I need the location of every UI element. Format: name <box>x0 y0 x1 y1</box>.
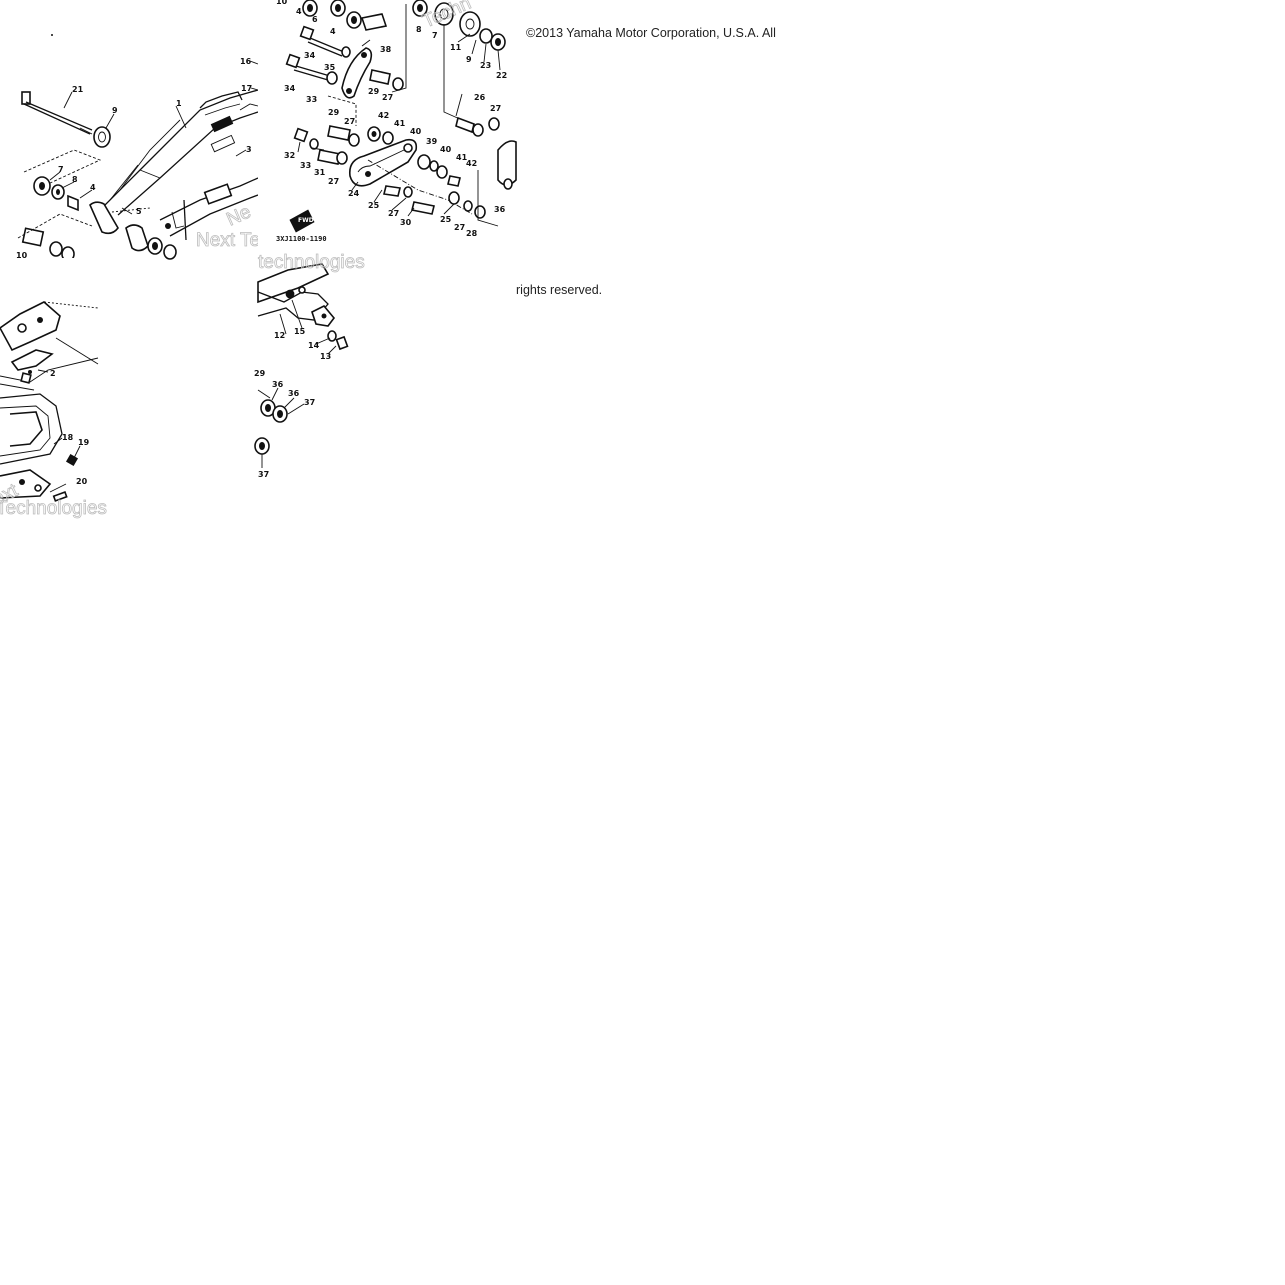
bracket-plate <box>257 263 349 351</box>
callout: 40 <box>440 145 452 154</box>
callout-37: 37 <box>304 398 315 407</box>
callout: 30 <box>400 218 412 227</box>
callout: 33 <box>300 161 311 170</box>
callout-2: 2 <box>50 369 56 378</box>
callout-14: 14 <box>308 341 320 350</box>
callout: 24 <box>348 189 360 198</box>
swingarm-rear-section <box>0 393 79 502</box>
bolts <box>285 25 351 85</box>
callout: 26 <box>474 93 486 102</box>
callout: 33 <box>306 95 317 104</box>
upper-bushings <box>302 0 506 51</box>
callout: 27 <box>454 223 465 232</box>
callout: 39 <box>426 137 438 146</box>
callout: 42 <box>378 111 389 120</box>
guide-bracket <box>0 301 99 391</box>
watermark-text: Technologies <box>0 498 107 519</box>
watermark-text: Next Te <box>196 230 260 251</box>
callout: 7 <box>432 31 438 40</box>
callout: 22 <box>496 71 507 80</box>
nuts-and-collars <box>254 389 288 468</box>
callout: 25 <box>440 215 452 224</box>
diagram-tile-chain-guide: 2 18 19 20 Technologies Next <box>0 258 107 519</box>
diagram-tile-linkage: FWD 3XJ1100-1190 10 6 4 4 8 7 11 9 23 22… <box>258 0 517 258</box>
callout-36: 36 <box>272 380 284 389</box>
copyright-line-1: ©2013 Yamaha Motor Corporation, U.S.A. A… <box>526 26 776 40</box>
callout: 4 <box>296 7 302 16</box>
callout-36: 36 <box>288 389 300 398</box>
callout: 31 <box>314 168 326 177</box>
callout: 27 <box>328 177 339 186</box>
callout: 11 <box>450 43 462 52</box>
callout: 23 <box>480 61 491 70</box>
diagram-tile-shock-mount: 12 15 14 13 29 36 36 37 37 technologies <box>254 252 365 479</box>
callout-3: 3 <box>246 145 252 154</box>
callout: 36 <box>494 205 506 214</box>
callout-37: 37 <box>258 470 269 479</box>
relay-arm <box>348 138 473 215</box>
pivot-shaft <box>21 91 93 135</box>
link-arm <box>341 47 404 99</box>
callout-29: 29 <box>254 369 266 378</box>
callout: 10 <box>276 0 288 6</box>
diagram-tile-swingarm: 21 9 1 16 17 7 8 4 5 3 10 Next Te Ne <box>0 0 260 262</box>
callout: 27 <box>388 209 399 218</box>
callout: 35 <box>324 63 336 72</box>
callout-8: 8 <box>72 175 78 184</box>
callout: 27 <box>490 104 501 113</box>
callout: 42 <box>466 159 477 168</box>
callout: 40 <box>410 127 422 136</box>
callout: 27 <box>344 117 355 126</box>
callout-4: 4 <box>90 183 96 192</box>
bearing-set <box>21 176 177 262</box>
callout-16: 16 <box>240 57 252 66</box>
chain-guide-drawing: 2 18 19 20 Technologies Next <box>0 301 107 519</box>
shock-mount-drawing: 12 15 14 13 29 36 36 37 37 technologies <box>254 252 365 479</box>
linkage-drawing: FWD 3XJ1100-1190 10 6 4 4 8 7 11 9 23 22… <box>276 0 517 243</box>
swingarm-body <box>89 89 259 252</box>
callout: 25 <box>368 201 380 210</box>
callout: 41 <box>456 153 468 162</box>
swingarm-drawing: 21 9 1 16 17 7 8 4 5 3 10 Next Te Ne <box>16 34 260 262</box>
part-code: 3XJ1100-1190 <box>276 235 327 243</box>
callout: 4 <box>330 27 336 36</box>
callout: 29 <box>368 87 380 96</box>
callout: 27 <box>382 93 393 102</box>
callout-21: 21 <box>72 85 84 94</box>
callout-15: 15 <box>294 327 306 336</box>
callout-12: 12 <box>274 331 285 340</box>
callout-9: 9 <box>112 106 118 115</box>
callout-18: 18 <box>62 433 74 442</box>
callout-7: 7 <box>58 165 64 174</box>
callout-19: 19 <box>78 438 90 447</box>
callout: 29 <box>328 108 340 117</box>
callout: 6 <box>312 15 318 24</box>
callout: 34 <box>284 84 296 93</box>
callout-17: 17 <box>241 84 252 93</box>
callout: 38 <box>380 45 392 54</box>
fwd-label: FWD <box>298 217 314 224</box>
washer <box>93 126 111 148</box>
watermark-text: technologies <box>258 252 365 273</box>
callout-5: 5 <box>136 207 142 216</box>
callout-10: 10 <box>16 251 28 260</box>
callout-13: 13 <box>320 352 331 361</box>
copyright-line-2: rights reserved. <box>516 283 603 297</box>
callout-20: 20 <box>76 477 88 486</box>
watermark-text: Ne <box>223 202 254 231</box>
callout: 8 <box>416 25 422 34</box>
callout: 41 <box>394 119 406 128</box>
callout-1: 1 <box>176 99 182 108</box>
callout: 9 <box>466 55 472 64</box>
relay-bushings <box>293 116 517 219</box>
callout: 28 <box>466 229 478 238</box>
callout: 34 <box>304 51 316 60</box>
fwd-indicator: FWD <box>289 209 315 233</box>
callout: 32 <box>284 151 295 160</box>
